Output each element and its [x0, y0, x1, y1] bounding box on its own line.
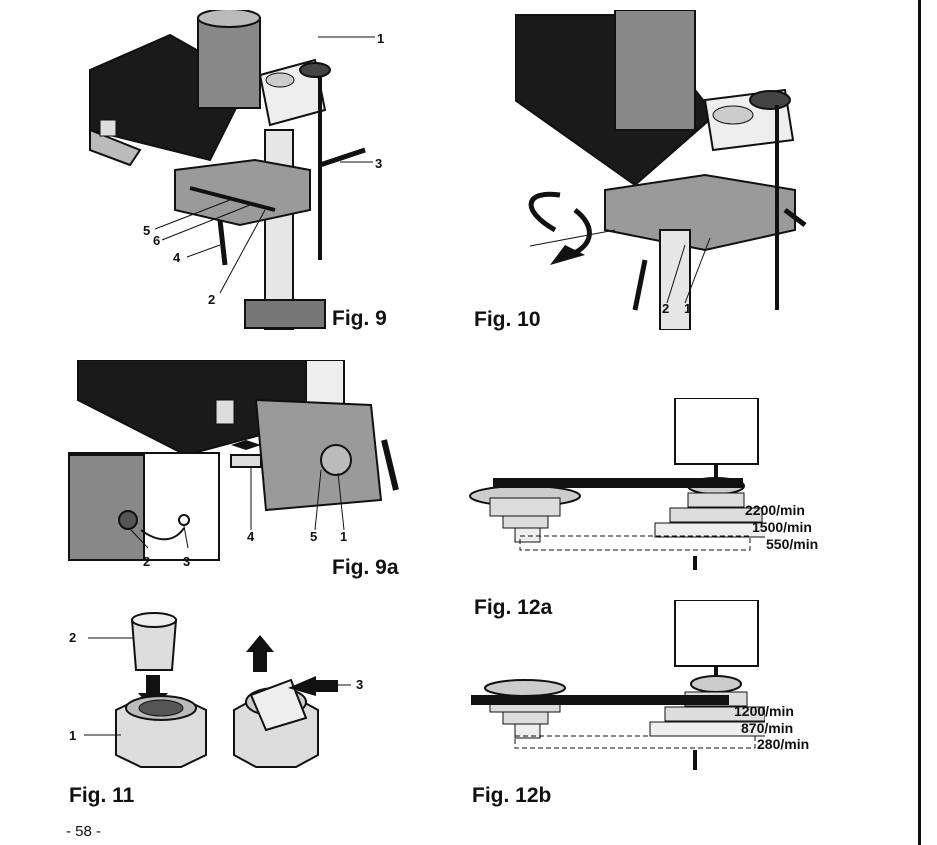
fig11-callout-3: 3	[356, 677, 364, 692]
fig9-callout-6: 6	[153, 233, 161, 248]
fig10-drawing	[515, 10, 807, 330]
fig12a-speed-high: 2200/min	[745, 502, 805, 518]
fig11-callout-2: 2	[69, 630, 77, 645]
fig12b-speed-high: 1200/min	[734, 703, 794, 719]
page-number: - 58 -	[66, 823, 102, 840]
fig12b-drawing	[471, 600, 765, 770]
fig9-callout-1: 1	[377, 31, 385, 46]
fig9-label: Fig. 9	[332, 307, 387, 330]
fig10-callout-2: 2	[662, 301, 670, 316]
fig9a-callout-5: 5	[310, 529, 318, 544]
fig12b-label: Fig. 12b	[472, 784, 552, 807]
fig12a-speed-medium: 1500/min	[752, 519, 812, 535]
fig10-label: Fig. 10	[474, 308, 541, 331]
fig11-label: Fig. 11	[69, 784, 135, 807]
fig9a-callout-1: 1	[340, 529, 348, 544]
fig9a-callout-4: 4	[247, 529, 255, 544]
fig9-callout-3: 3	[375, 156, 383, 171]
fig9-callout-5: 5	[143, 223, 151, 238]
fig9a-drawing	[68, 360, 403, 561]
fig10-callout-1: 1	[684, 301, 692, 316]
fig12a-drawing	[469, 398, 765, 570]
fig12a-speed-low: 550/min	[766, 536, 819, 552]
fig11-drawing	[84, 612, 351, 768]
fig9a-callout-2: 2	[143, 554, 151, 569]
fig11-callout-1: 1	[69, 728, 77, 743]
fig9a-label: Fig. 9a	[332, 556, 399, 579]
fig9-callout-4: 4	[173, 250, 181, 265]
fig9a-callout-3: 3	[183, 554, 191, 569]
page-edge-line	[918, 0, 921, 845]
fig12b-speed-low: 280/min	[757, 736, 810, 752]
fig12a-label: Fig. 12a	[474, 596, 553, 619]
fig9-callout-2: 2	[208, 292, 216, 307]
fig12b-speed-medium: 870/min	[741, 720, 794, 736]
fig9-drawing	[89, 10, 375, 330]
